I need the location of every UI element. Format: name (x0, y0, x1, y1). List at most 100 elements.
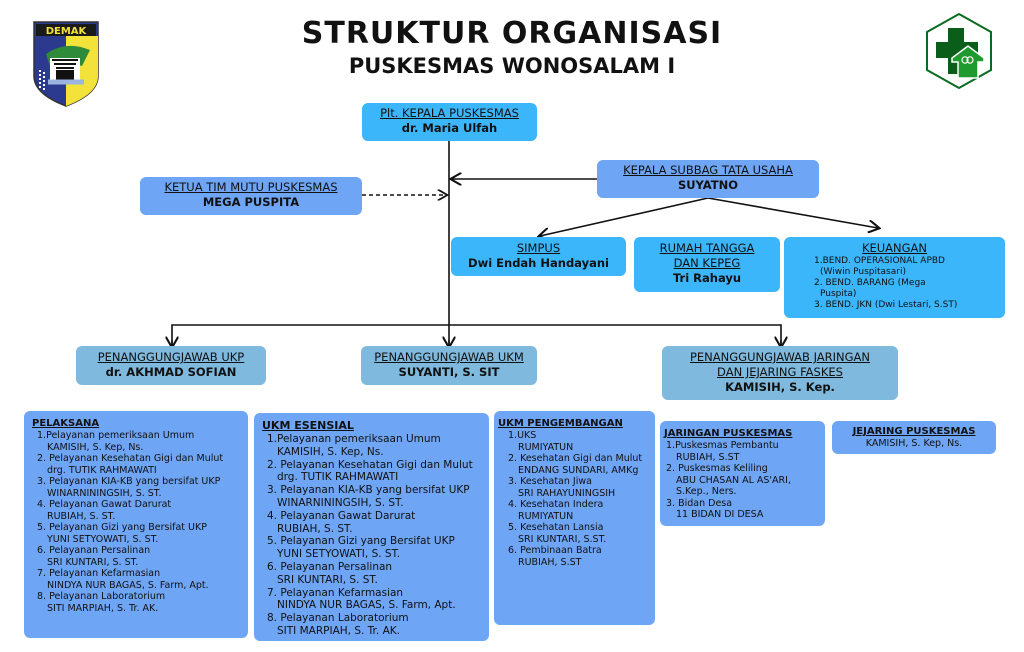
node-role-line1: RUMAH TANGGA (659, 241, 755, 255)
list-title: PELAKSANA (32, 418, 100, 429)
service-title: 6. Pelayanan Persalinan (267, 560, 393, 573)
person-name: YUNI SETYOWATI, S. ST. (47, 533, 159, 545)
person-name: 11 BIDAN DI DESA (676, 509, 764, 520)
node-finance[interactable]: KEUANGAN 1.BEND. OPERASIONAL APBD (Wiwin… (784, 237, 1005, 318)
node-ukp[interactable]: PENANGGUNGJAWAB UKP dr. AKHMAD SOFIAN (76, 346, 266, 385)
finance-item: 1.BEND. OPERASIONAL APBD (814, 256, 945, 266)
service-title: 2. Kesehatan Gigi dan Mulut (508, 453, 643, 464)
demak-regency-crest-icon: DEMAK (32, 20, 100, 108)
node-role: KEPALA SUBBAG TATA USAHA (623, 163, 793, 177)
node-role: PENANGGUNGJAWAB UKP (97, 350, 245, 364)
service-title: 7. Pelayanan Kefarmasian (267, 586, 404, 599)
service-title: 4. Pelayanan Gawat Darurat (37, 499, 172, 510)
node-admin[interactable]: KEPALA SUBBAG TATA USAHA SUYATNO (597, 160, 819, 198)
node-name: dr. AKHMAD SOFIAN (105, 365, 237, 379)
person-name: KAMISIH, S. Kep, Ns. (277, 445, 384, 458)
person-name: RUMIYATUN (518, 441, 574, 453)
person-name: SRI KUNTARI, S. ST. (47, 556, 139, 568)
finance-item: 3. BEND. JKN (Dwi Lestari, S.ST) (814, 300, 958, 310)
line-admin-to-finance (707, 197, 878, 228)
person-name: SITI MARPIAH, S. Tr. AK. (277, 624, 400, 637)
person-name: WINARNININGSIH, S. ST. (47, 487, 162, 499)
service-title: 1.Pelayanan pemeriksaan Umum (37, 430, 195, 441)
person-name: SRI KUNTARI, S.ST. (518, 533, 607, 545)
service-title: 2. Pelayanan Kesehatan Gigi dan Mulut (37, 453, 224, 464)
service-title: 4. Pelayanan Gawat Darurat (267, 509, 416, 522)
node-simpus[interactable]: SIMPUS Dwi Endah Handayani (451, 237, 626, 276)
service-title: 1.UKS (508, 430, 537, 441)
node-role: KEUANGAN (861, 241, 928, 255)
node-role-line1: PENANGGUNGJAWAB JARINGAN (689, 350, 871, 364)
service-title: 7. Pelayanan Kefarmasian (37, 568, 161, 579)
chart-title: STRUKTUR ORGANISASI (301, 16, 723, 51)
list-title: JEJARING PUSKESMAS (852, 426, 976, 437)
person-name: RUBIAH, S.ST (676, 451, 740, 463)
service-title: 3. Kesehatan Jiwa (508, 476, 592, 487)
node-name: SUYATNO (677, 178, 739, 192)
node-name: dr. Maria Ulfah (401, 121, 498, 135)
service-title: 5. Kesehatan Lansia (508, 522, 604, 533)
service-title: 1.Puskesmas Pembantu (666, 440, 779, 451)
node-role: PENANGGUNGJAWAB UKM (374, 350, 524, 364)
node-name: KAMISIH, S. Kep. (725, 380, 835, 394)
person-name: KAMISIH, S. Kep, Ns. (47, 441, 144, 453)
node-role: Plt. KEPALA PUSKESMAS (380, 106, 519, 120)
node-quality-team[interactable]: KETUA TIM MUTU PUSKESMAS MEGA PUSPITA (140, 177, 362, 215)
service-title: 6. Pembinaan Batra (508, 545, 602, 556)
list-jejaring[interactable]: JEJARING PUSKESMAS KAMISIH, S. Kep, Ns. (832, 421, 996, 454)
person-name: NINDYA NUR BAGAS, S. Farm, Apt. (47, 579, 209, 591)
node-role-line2: DAN KEPEG (673, 256, 741, 270)
node-ukm[interactable]: PENANGGUNGJAWAB UKM SUYANTI, S. SIT (361, 346, 537, 385)
node-name: Tri Rahayu (672, 271, 742, 285)
person-name: drg. TUTIK RAHMAWATI (277, 471, 399, 484)
line-branch-row3 (171, 324, 782, 345)
person-name: SITI MARPIAH, S. Tr. AK. (47, 602, 159, 614)
service-title: 4. Kesehatan Indera (508, 499, 604, 510)
person-name: WINARNININGSIH, S. ST. (277, 496, 404, 509)
finance-item: (Wiwin Puspitasari) (820, 267, 906, 277)
service-title: 2. Puskesmas Keliling (666, 463, 768, 474)
person-name: RUBIAH, S. ST. (47, 510, 116, 522)
service-title: 6. Pelayanan Persalinan (37, 545, 151, 556)
service-title: 2. Pelayanan Kesehatan Gigi dan Mulut (267, 458, 473, 471)
person-name: YUNI SETYOWATI, S. ST. (277, 548, 401, 561)
list-person: KAMISIH, S. Kep, Ns. (865, 438, 963, 449)
person-name: ENDANG SUNDARI, AMKg (518, 464, 639, 476)
service-title: 8. Pelayanan Laboratorium (37, 591, 166, 602)
person-name: NINDYA NUR BAGAS, S. Farm, Apt. (277, 599, 456, 612)
node-network[interactable]: PENANGGUNGJAWAB JARINGAN DAN JEJARING FA… (662, 346, 898, 400)
service-title: 5. Pelayanan Gizi yang Bersifat UKP (37, 522, 207, 533)
chart-subtitle: PUSKESMAS WONOSALAM I (348, 54, 676, 78)
list-ukm-esensial[interactable]: UKM ESENSIAL 1.Pelayanan pemeriksaan Umu… (254, 413, 489, 641)
crest-text: DEMAK (46, 26, 88, 37)
node-head[interactable]: Plt. KEPALA PUSKESMAS dr. Maria Ulfah (362, 103, 537, 141)
list-title: UKM ESENSIAL (262, 419, 354, 432)
person-name: RUMIYATUN (518, 510, 574, 522)
node-household[interactable]: RUMAH TANGGA DAN KEPEG Tri Rahayu (634, 237, 780, 292)
node-role: SIMPUS (516, 241, 561, 255)
person-name: ABU CHASAN AL AS'ARI, S.Kep., Ners. (676, 474, 791, 498)
service-title: 8. Pelayanan Laboratorium (267, 612, 409, 625)
person-name: SRI RAHAYUNINGSIH (518, 487, 616, 499)
